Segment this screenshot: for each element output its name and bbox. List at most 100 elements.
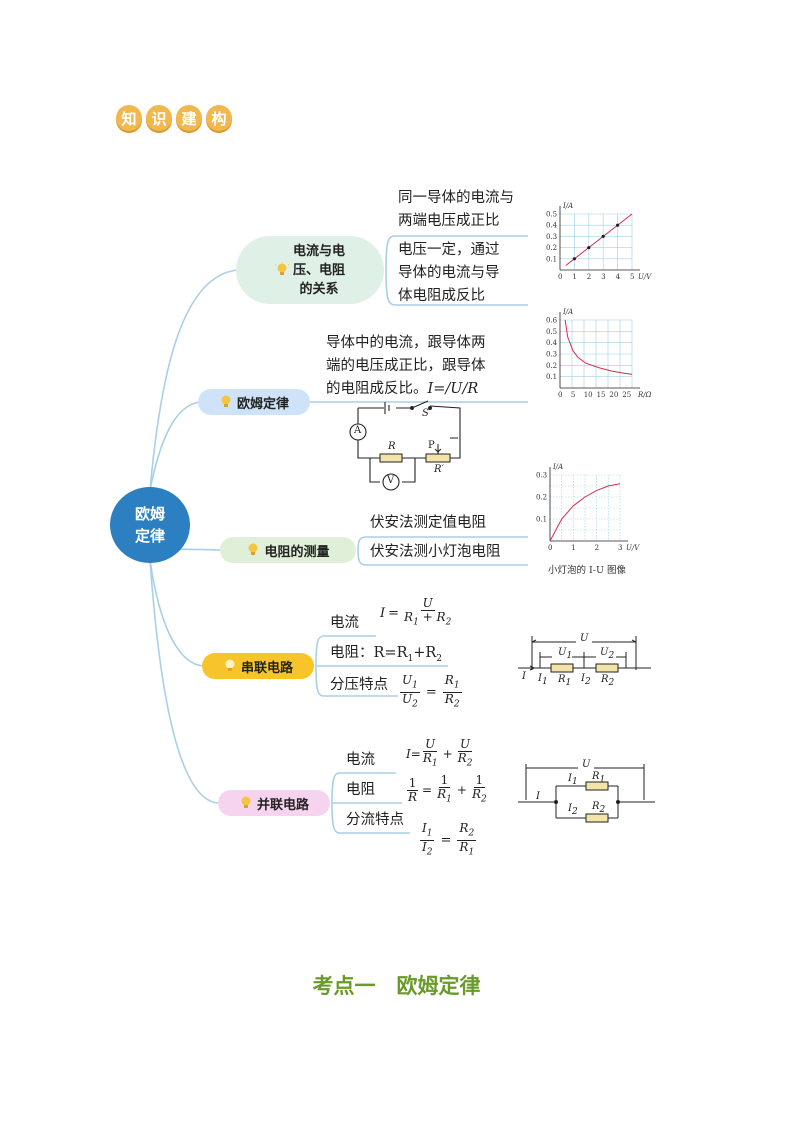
b4-num: U [420,596,435,611]
root-node: 欧姆定律 [110,487,190,563]
b4-resistance: 电阻：R=R1+R2 [330,642,442,671]
b4-U2: U [402,692,413,707]
chart2-ytick: 0.3 [546,351,557,359]
bulb-icon [221,395,231,407]
series-label-R1: R1 [558,674,571,688]
b5-resistance-label: 电阻 [346,782,375,798]
chart1-xlabel: U/V [638,273,652,281]
section-title: 考点一 欧姆定律 [312,974,481,998]
b2-line1: 导体中的电流，跟导体两 [326,335,486,351]
banner-char: 构 [206,105,232,131]
b4-R1: R [444,673,454,687]
branch-b5-label: 并联电路 [256,797,309,813]
root-label-1: 欧姆 [134,505,165,523]
branch-ohms-law: 欧姆定律 [198,389,310,415]
series-label-U: U [580,633,589,644]
connector-b2 [149,401,201,491]
parallel-R1-sub: 1 [599,775,606,785]
parallel-I1-text: I [568,773,572,784]
chart3-ylabel: I/A [552,463,563,471]
circuit-label-S: S [422,408,429,419]
b5-I2: I [422,840,427,855]
series-R2-sub: 2 [608,678,615,688]
series-U2-sub: 2 [608,651,615,661]
bulb-icon [274,262,289,275]
section-banner: 知 识 建 构 [116,105,236,131]
root-label-2: 定律 [134,527,165,545]
branch-b1-line3: 的关系 [299,281,339,297]
branch-b1-line1: 电流与电 [292,243,345,259]
b4-den-R: R [404,610,414,624]
b4-divide-label: 分压特点 [330,677,388,693]
chart3-ytick: 0.2 [536,494,547,502]
chart2-xlabel: R/Ω [637,391,652,399]
b4-res-sub1: 1 [407,653,414,664]
circuit-label-V: V [387,475,395,486]
b5-r2-sub: 2 [466,758,473,769]
chart3-xtick: 0 [548,544,552,552]
b4-R1-sub: 1 [453,680,460,691]
b5-r1-sub: 1 [431,758,438,769]
parallel-label-R2: R2 [592,801,605,815]
chart1-point [572,257,577,261]
parallel-I2-sub: 2 [571,807,578,817]
series-label-U2: U2 [600,647,614,661]
parallel-label-I1: I1 [568,773,578,787]
branch-current-voltage-resistance: 电流与电 压、电阻 的关系 [236,236,384,304]
chart3-ytick: 0.1 [536,516,547,524]
b5-R1b-sub: 1 [446,794,452,805]
b5-eq2: = [422,783,433,798]
b1-item2-line2: 导体的电流与导 [398,265,500,281]
b3-item1: 伏安法测定值电阻 [370,515,486,531]
b3-item2: 伏安法测小灯泡电阻 [370,544,501,560]
chart1-ytick: 0.1 [546,255,557,263]
series-label-U1: U1 [558,647,572,661]
b1-item2-line1: 电压一定，通过 [398,242,500,258]
b2-text: 导体中的电流，跟导体两 端的电压成正比，跟导体 的电阻成反比。I=/U/R [326,332,486,401]
connector-b5-bracket [331,772,410,834]
series-label-I2: I2 [581,673,591,687]
b5-plus1: + [442,747,453,762]
b5-I: I [406,747,411,762]
b4-current-formula: I = U R1 + R2 [380,597,453,629]
parallel-I1-sub: 1 [571,777,578,787]
chart2-xtick: 15 [597,391,606,399]
branch-b4-label: 串联电路 [240,660,293,676]
chart3-ytick: 0.3 [536,472,547,480]
b5-eq1: = [410,747,421,762]
b5-R2c-sub: 2 [468,828,475,839]
bulb-icon [241,796,251,808]
chart2-ylabel: I/A [562,308,573,316]
banner-char: 建 [176,105,202,131]
chart1-ylabel: I/A [562,202,573,210]
parallel-label-I2: I2 [568,803,578,817]
chart2-ytick: 0.5 [546,328,557,336]
chart2-xtick: 10 [584,391,593,399]
b4-R2: R [444,692,454,707]
b1-item2-line3: 体电阻成反比 [398,288,485,304]
b1-item1: 同一导体的电流与 两端电压成正比 [398,187,514,233]
b5-one-c: 1 [473,773,486,788]
chart2-ytick: 0.4 [546,339,558,347]
parallel-R2-text: R [592,801,600,812]
b4-den-sub2: 2 [445,617,452,628]
chart1-point [587,246,591,250]
connector-b3-bracket [357,536,528,566]
b5-u1-num: U [423,737,438,752]
chart1-point [601,234,605,238]
chart1-xtick: 2 [587,273,591,281]
chart1-ytick: 0.5 [546,211,557,219]
b2-line3: 的电阻成反比。 [326,381,428,397]
chart3-caption: 小灯泡的 I-U 图像 [548,565,627,576]
chart1-ytick: 0.4 [546,222,558,230]
